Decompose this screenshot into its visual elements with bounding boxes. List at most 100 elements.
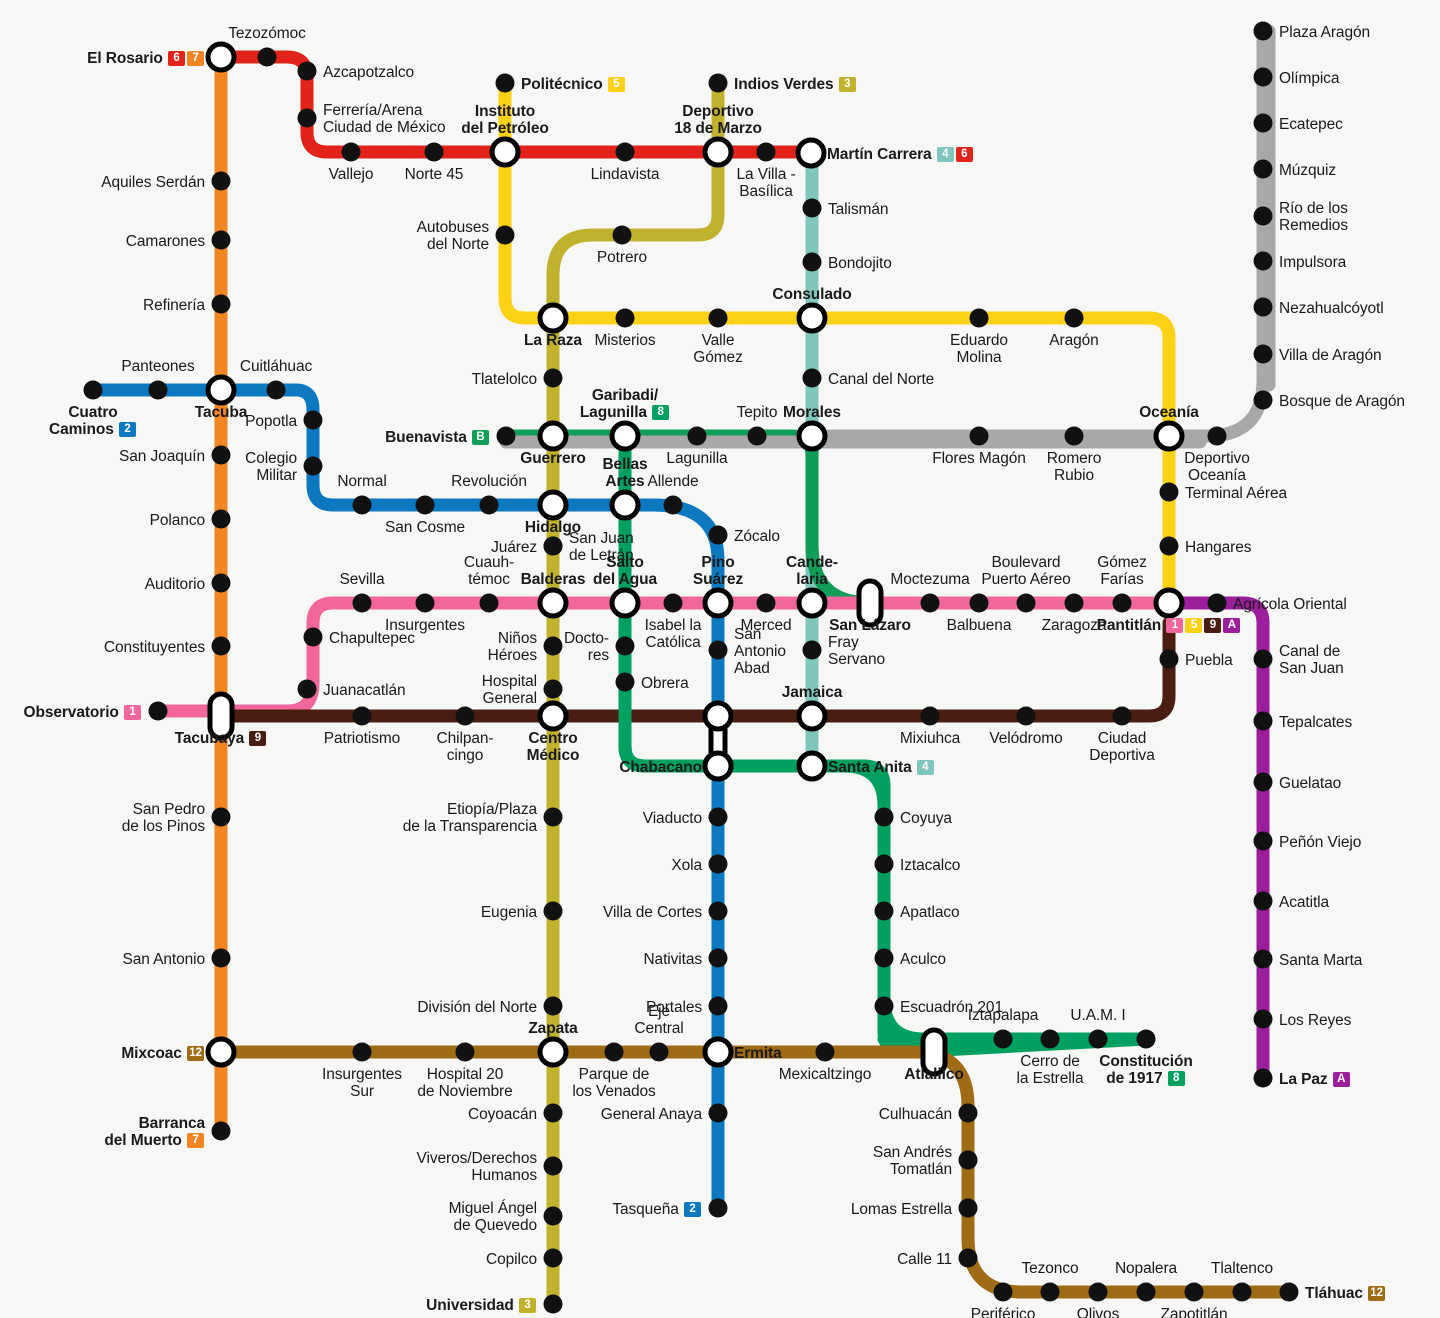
station-marker[interactable] [874, 807, 894, 827]
station-marker[interactable] [609, 587, 641, 619]
station-marker[interactable] [489, 136, 521, 168]
station-marker[interactable] [796, 587, 828, 619]
station-marker[interactable] [211, 948, 231, 968]
station-marker[interactable] [702, 136, 734, 168]
station-marker[interactable] [1064, 426, 1084, 446]
station-marker[interactable] [969, 593, 989, 613]
station-marker[interactable] [415, 593, 435, 613]
station-marker[interactable] [1136, 1282, 1156, 1302]
station-marker[interactable] [1207, 426, 1227, 446]
station-marker[interactable] [802, 640, 822, 660]
station-marker[interactable] [663, 495, 683, 515]
station-marker[interactable] [352, 495, 372, 515]
station-marker[interactable] [543, 368, 563, 388]
station-marker[interactable] [708, 996, 728, 1016]
station-marker[interactable] [1253, 1009, 1273, 1029]
station-marker[interactable] [708, 854, 728, 874]
station-marker[interactable] [796, 700, 828, 732]
station-marker[interactable] [1184, 1282, 1204, 1302]
station-marker[interactable] [1016, 593, 1036, 613]
station-marker[interactable] [615, 672, 635, 692]
station-marker[interactable] [352, 593, 372, 613]
station-marker[interactable] [920, 706, 940, 726]
station-marker[interactable] [1253, 891, 1273, 911]
station-marker[interactable] [352, 1042, 372, 1062]
station-marker[interactable] [708, 308, 728, 328]
station-marker[interactable] [802, 198, 822, 218]
station-marker[interactable] [211, 171, 231, 191]
station-marker[interactable] [297, 679, 317, 699]
station-marker[interactable] [341, 142, 361, 162]
station-marker[interactable] [708, 948, 728, 968]
station-marker[interactable] [543, 1248, 563, 1268]
station-marker[interactable] [609, 489, 641, 521]
station-marker[interactable] [856, 578, 884, 628]
station-marker[interactable] [148, 701, 168, 721]
station-marker[interactable] [1159, 482, 1179, 502]
station-marker[interactable] [211, 445, 231, 465]
station-marker[interactable] [702, 1036, 734, 1068]
station-marker[interactable] [211, 573, 231, 593]
station-marker[interactable] [612, 225, 632, 245]
station-marker[interactable] [211, 636, 231, 656]
station-marker[interactable] [874, 901, 894, 921]
station-marker[interactable] [479, 495, 499, 515]
station-marker[interactable] [1253, 1068, 1273, 1088]
station-marker[interactable] [958, 1103, 978, 1123]
station-marker[interactable] [495, 225, 515, 245]
station-marker[interactable] [1253, 159, 1273, 179]
station-marker[interactable] [708, 1198, 728, 1218]
station-marker[interactable] [615, 308, 635, 328]
station-marker[interactable] [993, 1282, 1013, 1302]
station-marker[interactable] [455, 1042, 475, 1062]
station-marker[interactable] [802, 368, 822, 388]
station-marker[interactable] [1253, 251, 1273, 271]
station-marker[interactable] [537, 1036, 569, 1068]
station-marker[interactable] [815, 1042, 835, 1062]
station-marker[interactable] [543, 1156, 563, 1176]
station-marker[interactable] [1153, 587, 1185, 619]
station-marker[interactable] [537, 302, 569, 334]
station-marker[interactable] [205, 1036, 237, 1068]
station-marker[interactable] [537, 700, 569, 732]
station-marker[interactable] [211, 807, 231, 827]
station-marker[interactable] [1253, 67, 1273, 87]
station-marker[interactable] [802, 252, 822, 272]
station-marker[interactable] [747, 426, 767, 446]
station-marker[interactable] [211, 509, 231, 529]
station-marker[interactable] [1153, 420, 1185, 452]
station-marker[interactable] [1279, 1282, 1299, 1302]
station-marker[interactable] [496, 426, 516, 446]
station-marker[interactable] [148, 380, 168, 400]
station-marker[interactable] [1253, 390, 1273, 410]
station-marker[interactable] [874, 854, 894, 874]
station-marker[interactable] [615, 636, 635, 656]
station-marker[interactable] [1207, 593, 1227, 613]
station-marker[interactable] [795, 137, 827, 169]
station-marker[interactable] [543, 807, 563, 827]
station-marker[interactable] [604, 1042, 624, 1062]
station-marker[interactable] [958, 1198, 978, 1218]
station-marker[interactable] [424, 142, 444, 162]
station-marker[interactable] [297, 108, 317, 128]
station-marker[interactable] [1088, 1029, 1108, 1049]
station-marker[interactable] [687, 426, 707, 446]
station-marker[interactable] [543, 996, 563, 1016]
station-marker[interactable] [211, 294, 231, 314]
station-marker[interactable] [543, 1103, 563, 1123]
station-marker[interactable] [543, 1294, 563, 1314]
station-marker[interactable] [708, 901, 728, 921]
station-marker[interactable] [257, 47, 277, 67]
station-marker[interactable] [266, 380, 286, 400]
station-marker[interactable] [958, 1150, 978, 1170]
station-marker[interactable] [1064, 593, 1084, 613]
station-marker[interactable] [615, 142, 635, 162]
station-marker[interactable] [708, 807, 728, 827]
station-marker[interactable] [969, 308, 989, 328]
station-marker[interactable] [303, 410, 323, 430]
station-marker[interactable] [796, 750, 828, 782]
station-marker[interactable] [205, 374, 237, 406]
station-marker[interactable] [537, 587, 569, 619]
station-marker[interactable] [1112, 593, 1132, 613]
station-marker[interactable] [1232, 1282, 1252, 1302]
